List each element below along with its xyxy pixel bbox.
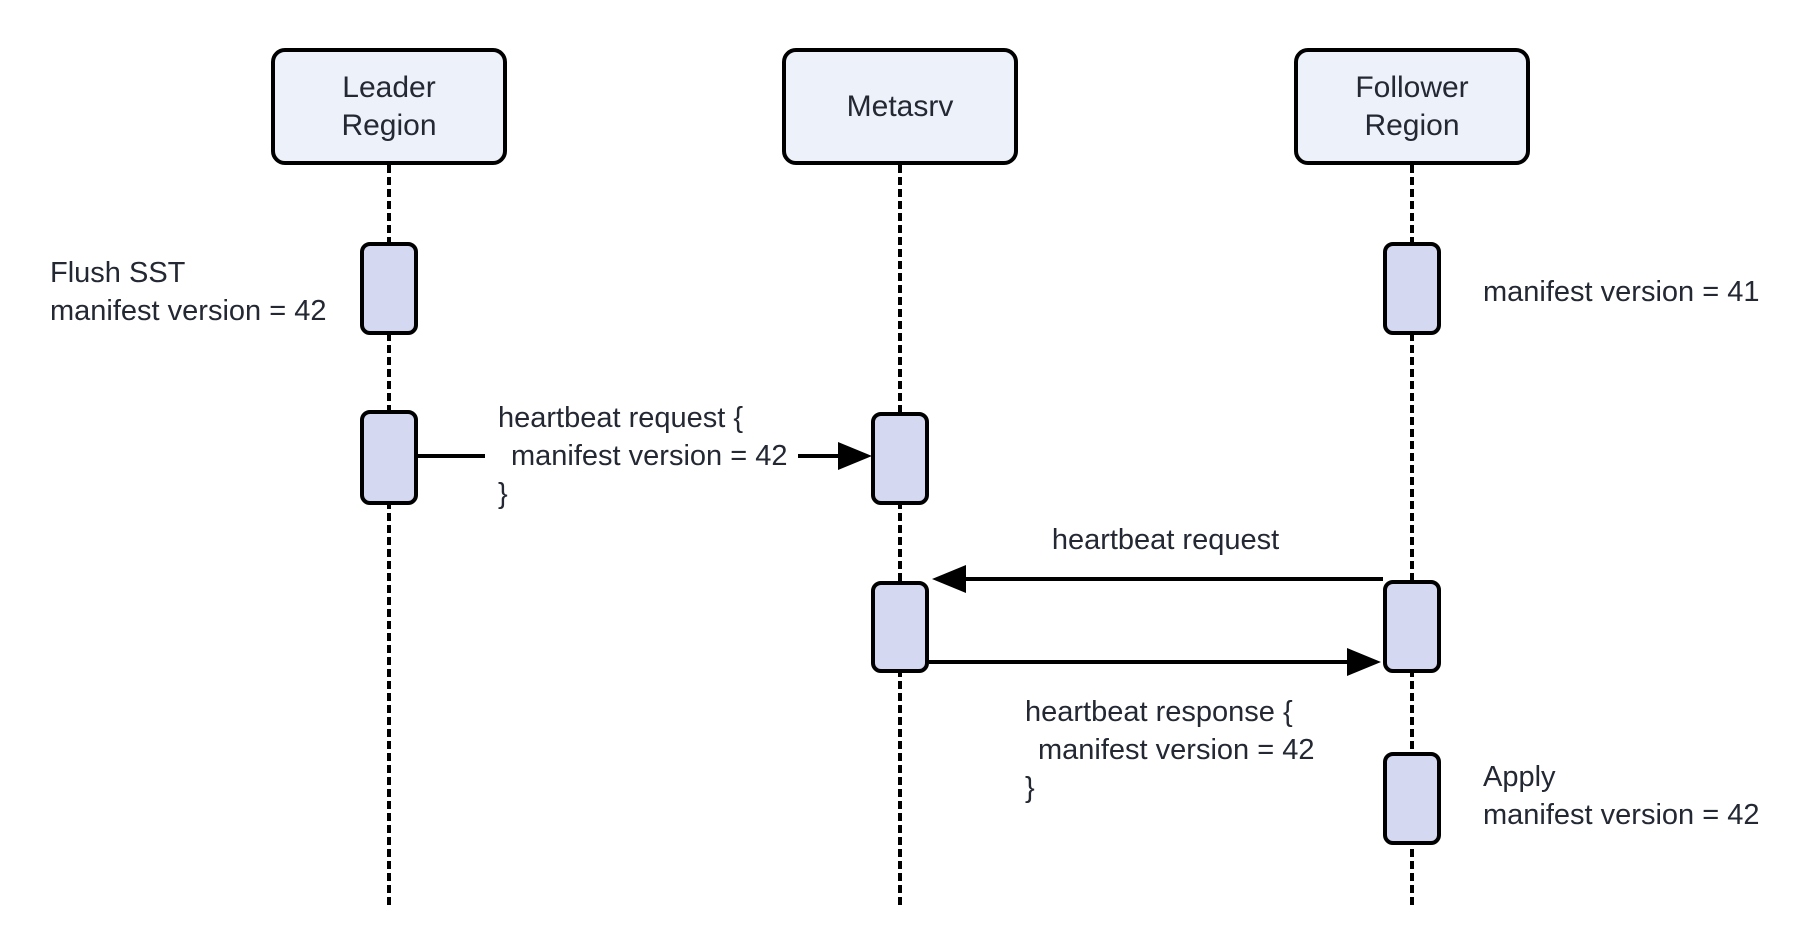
actor-box-follower-region: Follower Region [1294, 48, 1530, 165]
annotation-manifest-v41: manifest version = 41 [1483, 273, 1759, 311]
message3-label: heartbeat response { manifest version = … [1025, 693, 1314, 807]
message3-label-line: manifest version = 42 [1038, 734, 1315, 766]
annotation-line: manifest version = 42 [1483, 799, 1760, 831]
activation-leader-flush [360, 242, 418, 335]
actor-label-line: Region [1364, 108, 1460, 142]
activation-leader-heartbeat [360, 410, 418, 505]
lifeline-metasrv [898, 165, 902, 905]
activation-follower-heartbeat [1383, 580, 1441, 673]
lifeline-leader-region [387, 165, 391, 905]
message3-arrowhead-icon [1347, 648, 1381, 676]
actor-label-line: Metasrv [846, 89, 954, 123]
message2-label: heartbeat request [948, 521, 1383, 559]
message2-arrowhead-icon [932, 565, 966, 593]
actor-box-leader-region: Leader Region [271, 48, 507, 165]
annotation-apply: Apply manifest version = 42 [1483, 758, 1759, 834]
message1-arrowhead-icon [838, 442, 872, 470]
message1-label-line: manifest version = 42 [511, 440, 788, 472]
message3-line [929, 660, 1349, 664]
message1-label-line: heartbeat request { [498, 402, 744, 434]
annotation-line: Flush SST [50, 257, 186, 289]
actor-box-metasrv: Metasrv [782, 48, 1018, 165]
lifeline-follower-region [1410, 165, 1414, 905]
message3-label-line: } [1025, 772, 1035, 804]
message1-label: heartbeat request { manifest version = 4… [498, 399, 787, 513]
actor-label-line: Region [341, 108, 437, 142]
annotation-line: manifest version = 42 [50, 295, 327, 327]
activation-follower-v41 [1383, 242, 1441, 335]
annotation-line: Apply [1483, 761, 1556, 793]
annotation-line: manifest version = 41 [1483, 276, 1760, 308]
message1-label-line: } [498, 478, 508, 510]
message2-label-line: heartbeat request [1051, 524, 1280, 556]
message3-label-line: heartbeat response { [1025, 696, 1293, 728]
activation-metasrv-recv-leader [871, 412, 929, 505]
message2-line [964, 577, 1383, 581]
annotation-flush-sst: Flush SST manifest version = 42 [50, 254, 326, 330]
message1-line-end [798, 454, 840, 458]
activation-follower-apply [1383, 752, 1441, 845]
message1-line-start [418, 454, 485, 458]
actor-label-line: Follower [1355, 70, 1469, 104]
activation-metasrv-recv-follower [871, 581, 929, 673]
actor-label-line: Leader [342, 70, 436, 104]
